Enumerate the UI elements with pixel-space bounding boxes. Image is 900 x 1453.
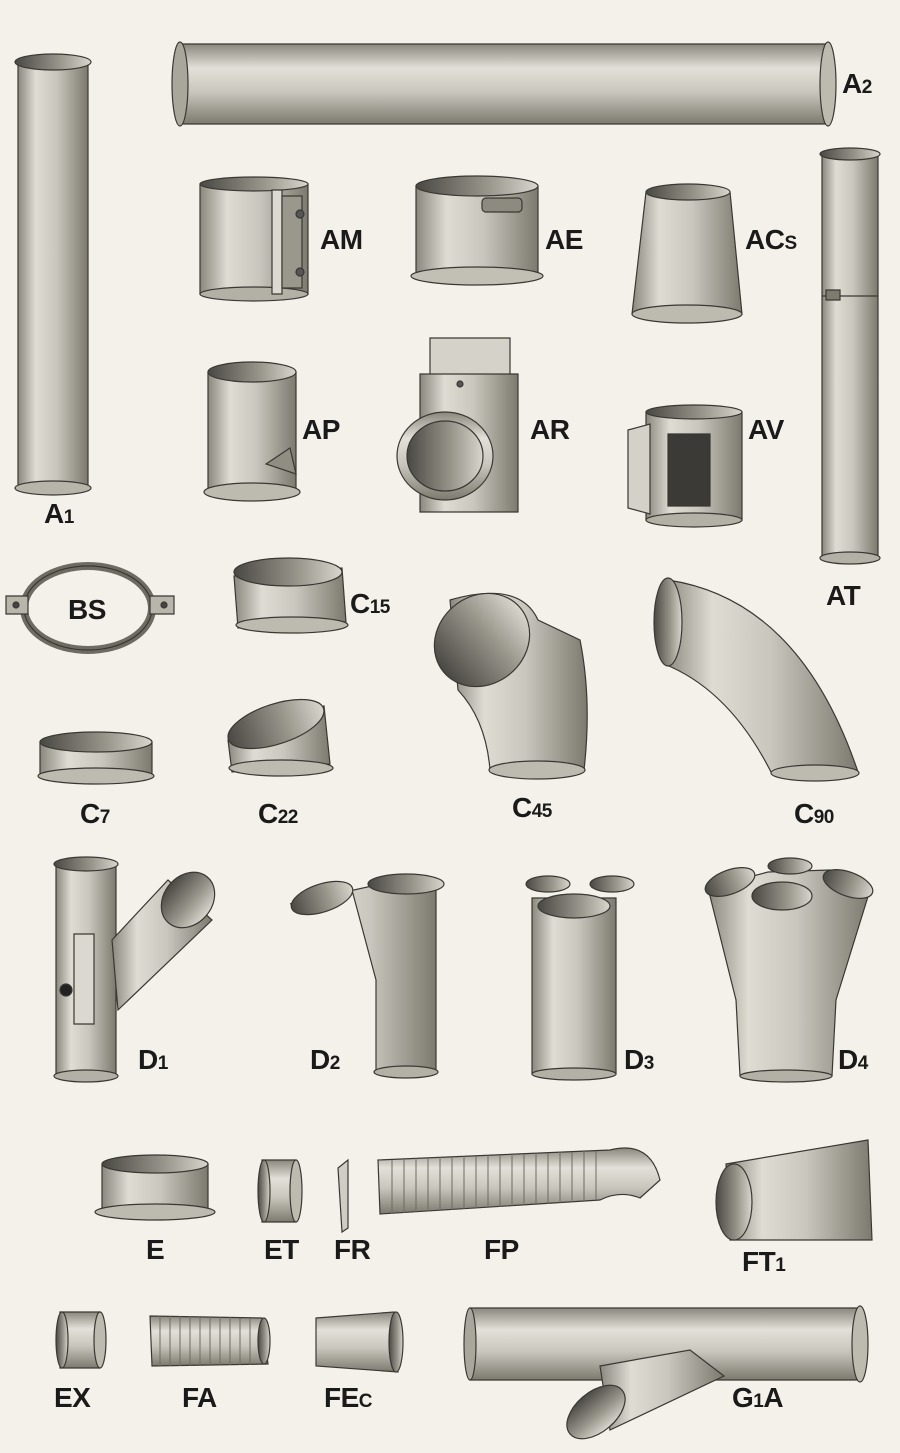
part-c7-ring-bend — [38, 732, 154, 784]
part-d1-branch-with-damper — [54, 857, 226, 1082]
label-at: AT — [826, 580, 861, 611]
label-fr: FR — [334, 1234, 371, 1265]
part-d4-quadruple-branch — [701, 858, 876, 1082]
part-fa-flexible-adapter — [150, 1316, 270, 1366]
label-e: E — [146, 1234, 165, 1265]
label-g1a: G1A — [732, 1382, 784, 1413]
part-d3-triple-branch — [526, 876, 634, 1080]
part-av-inspection-pipe — [628, 405, 742, 527]
label-d1: D1 — [138, 1044, 168, 1075]
label-fp: FP — [484, 1234, 519, 1265]
label-ex: EX — [54, 1382, 91, 1413]
label-ap: AP — [302, 414, 340, 445]
label-d3: D3 — [624, 1044, 654, 1075]
part-a2-long-pipe — [172, 42, 836, 126]
label-c7: C7 — [80, 798, 110, 829]
label-bs: BS — [68, 594, 106, 625]
label-ft1: FT1 — [742, 1246, 786, 1277]
label-d4: D4 — [838, 1044, 868, 1075]
part-c45-elbow — [415, 574, 587, 779]
part-fr-clip — [338, 1160, 348, 1232]
label-a1: A1 — [44, 498, 74, 529]
label-c90: C90 — [794, 798, 834, 829]
part-e-end-cap — [95, 1155, 215, 1220]
part-ar-slide-gate — [397, 338, 518, 512]
part-ae-sleeve-with-bolt — [411, 176, 543, 285]
part-am-split-sleeve — [200, 177, 308, 301]
part-ap-throttle-pipe — [204, 362, 300, 501]
part-c22-bend — [222, 690, 333, 776]
label-am: AM — [320, 224, 363, 255]
label-a2: A2 — [842, 68, 872, 99]
part-acs-conical-reducer — [632, 184, 742, 323]
part-d2-y-branch — [287, 874, 444, 1078]
label-av: AV — [748, 414, 784, 445]
label-c45: C45 — [512, 792, 552, 823]
part-bs-band-clamp — [6, 566, 174, 650]
label-ar: AR — [530, 414, 570, 445]
part-fp-flexible-hose — [378, 1148, 660, 1214]
label-c15: C15 — [350, 588, 390, 619]
part-ex-expander — [56, 1312, 106, 1368]
part-c90-elbow — [654, 578, 859, 781]
label-c22: C22 — [258, 798, 298, 829]
part-ft1-transition — [716, 1140, 872, 1240]
part-g1a-branch-pipe — [464, 1306, 868, 1449]
part-et-coupling — [258, 1160, 302, 1222]
label-ae: AE — [545, 224, 583, 255]
part-a1-straight-pipe — [15, 54, 91, 495]
label-fa: FA — [182, 1382, 217, 1413]
label-d2: D2 — [310, 1044, 340, 1075]
label-fec: FEC — [324, 1382, 373, 1413]
part-at-telescopic-pipe — [820, 148, 880, 564]
label-acs: ACS — [745, 224, 797, 255]
part-fec-reducer — [316, 1312, 403, 1372]
label-et: ET — [264, 1234, 299, 1265]
part-c15-short-bend — [234, 558, 348, 633]
